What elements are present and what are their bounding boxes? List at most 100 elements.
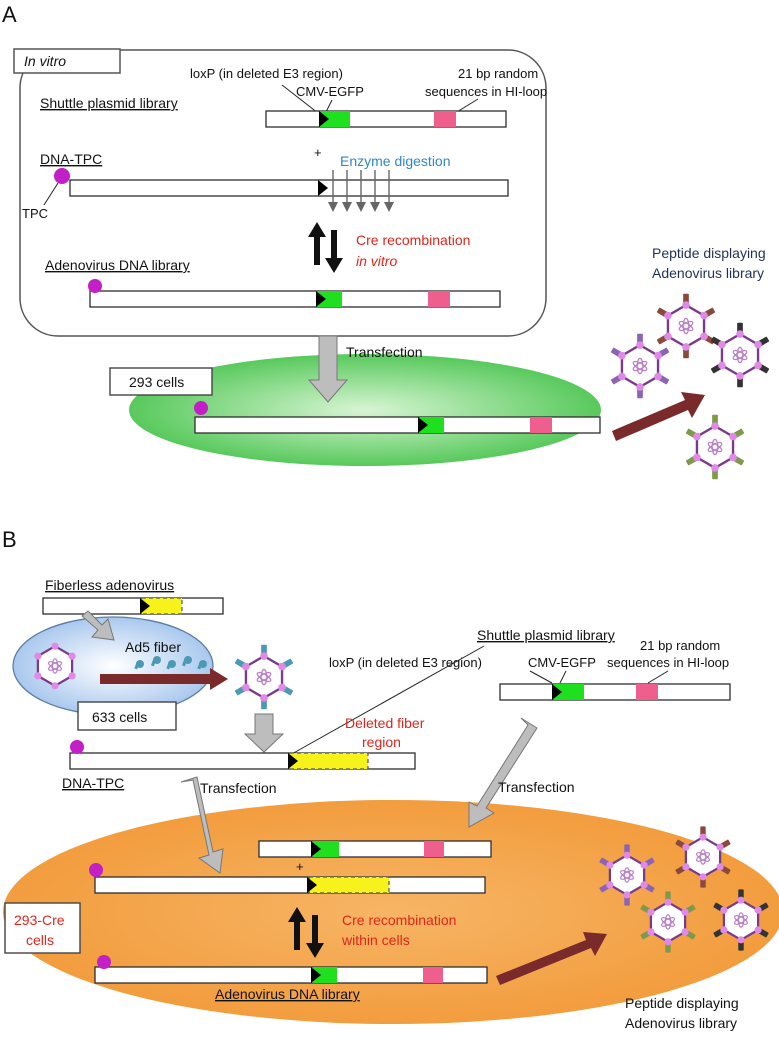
egfp-segment-b3 [313, 841, 339, 857]
enzyme-digestion-label: Enzyme digestion [340, 153, 451, 169]
random-region-b3 [424, 841, 444, 857]
random-pointer-line-b [647, 670, 669, 684]
shuttle-plasmid-bar-b [499, 683, 731, 701]
cells-293cre-label-2: cells [26, 932, 54, 948]
virus-icon [233, 643, 295, 711]
deleted-fiber-segment-2 [289, 752, 369, 770]
adenovirus-dna-library-label-b: Adenovirus DNA library [215, 986, 360, 1002]
dna-tpc-label-b: DNA-TPC [62, 775, 124, 791]
loxp-marker-a2 [316, 291, 326, 307]
cre-recombination-label-b: Cre recombination [342, 912, 456, 928]
loxp-marker-b5 [311, 967, 321, 983]
deleted-fiber-label-2: region [362, 734, 401, 750]
transfection-arrow-b-right [468, 717, 538, 828]
cre-recombination-arrows [308, 222, 343, 273]
random-region-a3 [530, 417, 552, 433]
random-region-b5 [423, 967, 443, 983]
loxp-marker-b1 [140, 598, 150, 614]
random-seq-line2-b: sequences in HI-loop [607, 655, 729, 670]
dna-tpc-label: DNA-TPC [40, 151, 102, 167]
random-region-segment [434, 111, 456, 127]
loxp-marker-b3 [311, 841, 321, 857]
shuttle-to-dna-line [289, 645, 485, 756]
transfection-label-a: Transfection [346, 344, 423, 360]
fiberless-bar [42, 597, 224, 615]
loxp-marker-b [552, 684, 562, 700]
tpc-protein-b2 [89, 863, 103, 877]
cell-293 [129, 354, 601, 466]
deleted-fiber-label-1: Deleted fiber [345, 715, 425, 731]
adenovirus-library-bar-a [89, 290, 501, 308]
tpc-protein-b3 [97, 955, 111, 969]
dna-tpc-bar [69, 179, 509, 197]
tpc-protein [54, 168, 70, 184]
loxp-pointer-line [281, 84, 319, 114]
adenovirus-dna-library-label-a: Adenovirus DNA library [45, 257, 190, 273]
cre-recombination-label: Cre recombination [356, 232, 470, 248]
cells-293-label: 293 cells [129, 374, 184, 390]
random-seq-line1-b: 21 bp random [640, 638, 720, 653]
transfection-arrow-b-left [180, 776, 224, 874]
ad5-fiber-label: Ad5 fiber [125, 639, 181, 655]
transfection-label-b-right: Transfection [498, 779, 575, 795]
deleted-fiber-segment-1 [141, 597, 183, 615]
within-cells-label: within cells [341, 932, 410, 948]
cells-633-label: 633 cells [92, 709, 147, 725]
loxp-label-b: loxP (in deleted E3 region) [329, 655, 482, 670]
egfp-segment-b5 [313, 967, 337, 983]
egfp-segment-b [554, 684, 584, 700]
adenovirus-library-bar-cell [194, 416, 601, 434]
shuttle-plasmid-library-label: Shuttle plasmid library [40, 95, 178, 111]
cells-633-box [77, 701, 177, 731]
down-arrow-b [243, 713, 285, 753]
cmv-egfp-label-b: CMV-EGFP [528, 655, 596, 670]
plus-sign-b: + [296, 859, 304, 874]
plus-sign: + [314, 145, 322, 160]
shuttle-plasmid-bar-cell [258, 840, 492, 858]
virus-icon [684, 413, 746, 481]
random-region-b [636, 684, 658, 700]
cmv-pointer-line [325, 99, 333, 113]
tpc-protein-a2 [88, 279, 102, 293]
loxp-label: loxP (in deleted E3 region) [190, 66, 343, 81]
shuttle-plasmid-bar [265, 110, 507, 128]
library-output-arrow-b [496, 932, 607, 985]
virus-icon [709, 321, 771, 389]
infection-arrow [81, 610, 115, 641]
egfp-segment [320, 111, 350, 127]
shuttle-plasmid-library-label-b: Shuttle plasmid library [477, 627, 615, 643]
panel-a-label: A [2, 2, 17, 27]
loxp-pointer-line-b [529, 670, 553, 684]
peptide-label-a1: Peptide displaying [652, 245, 766, 261]
enzyme-cut-arrows [328, 170, 394, 212]
in-vitro-label: In vitro [24, 53, 66, 69]
cells-293cre-label-1: 293-Cre [14, 912, 65, 928]
cells-293-box [109, 367, 213, 396]
transfection-arrow-a [307, 335, 349, 403]
fiber-transfer-arrow [100, 668, 228, 690]
in-vitro-tag [13, 48, 121, 74]
cre-in-vitro-label: in vitro [356, 253, 397, 269]
cells-293cre-box [4, 902, 81, 954]
random-seq-line1: 21 bp random [458, 66, 538, 81]
egfp-segment-a2 [318, 291, 342, 307]
tpc-protein-a3 [194, 401, 208, 415]
peptide-label-a2: Adenovirus library [652, 265, 764, 281]
deleted-fiber-segment-3 [308, 876, 390, 894]
dna-tpc-loxp [318, 180, 328, 196]
dna-tpc-bar-cell [94, 876, 486, 894]
tpc-protein-b [70, 740, 84, 754]
tpc-pointer-line [43, 182, 59, 206]
egfp-segment-a3 [420, 417, 444, 433]
random-seq-line2: sequences in HI-loop [425, 84, 547, 99]
loxp-marker [319, 111, 329, 127]
panel-b: B Fiberless adenovirus Ad5 fiber 633 cel… [2, 527, 779, 1031]
adenovirus-library-bar-b [94, 966, 488, 984]
cmv-pointer-line-b [559, 670, 567, 684]
loxp-marker-a3 [418, 417, 428, 433]
peptide-label-b1: Peptide displaying [625, 995, 739, 1011]
cre-recombination-arrows-b [288, 907, 324, 958]
transfection-label-b-left: Transfection [200, 780, 277, 796]
loxp-marker-b4 [307, 877, 317, 893]
